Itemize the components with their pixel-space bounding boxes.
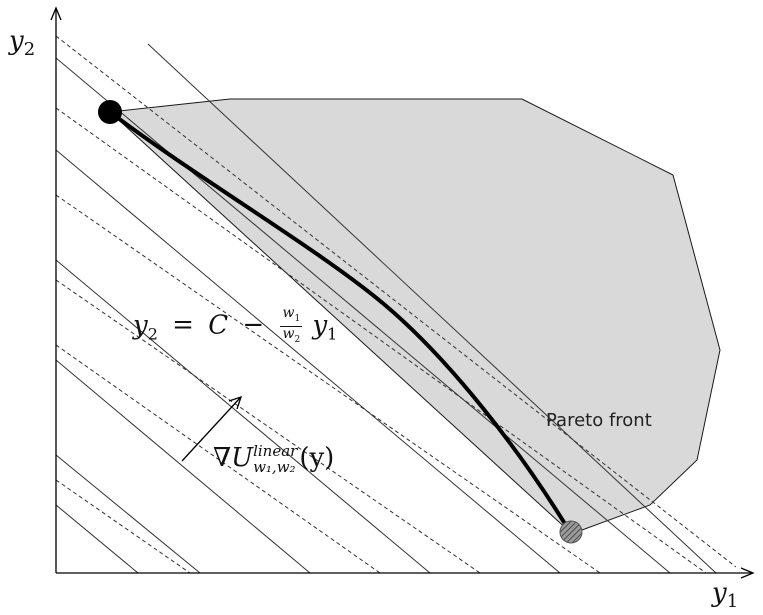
x-axis-label: y1 <box>712 578 739 613</box>
iso-line-solid <box>56 149 561 573</box>
weight-ratio-fraction: w1 w2 <box>280 305 303 345</box>
gradient-arrow <box>181 395 243 462</box>
iso-line-solid <box>56 359 311 573</box>
endpoint-top-marker <box>98 100 122 124</box>
y-axis-label: y2 <box>9 26 36 61</box>
iso-line-dashed <box>56 479 191 573</box>
iso-line-solid <box>147 43 717 573</box>
iso-line-equation: y2 = C − w1 w2 y1 <box>133 305 338 345</box>
x-axis-arrowhead <box>740 567 755 579</box>
iso-line-solid <box>56 454 201 573</box>
iso-line-dashed <box>56 35 736 568</box>
y-axis-arrowhead <box>50 6 62 21</box>
iso-utility-lines <box>56 35 736 573</box>
iso-line-dashed <box>56 107 707 573</box>
iso-line-dashed <box>56 194 601 573</box>
iso-line-solid <box>56 57 671 573</box>
axes <box>50 6 755 579</box>
endpoint-bottom-marker <box>559 520 583 544</box>
pareto-front-curve <box>108 110 572 534</box>
iso-line-dashed <box>56 344 381 573</box>
iso-line-dashed <box>56 279 481 573</box>
pareto-front-label: Pareto front <box>546 410 652 431</box>
iso-line-solid <box>56 259 431 573</box>
iso-line-solid <box>56 504 139 573</box>
